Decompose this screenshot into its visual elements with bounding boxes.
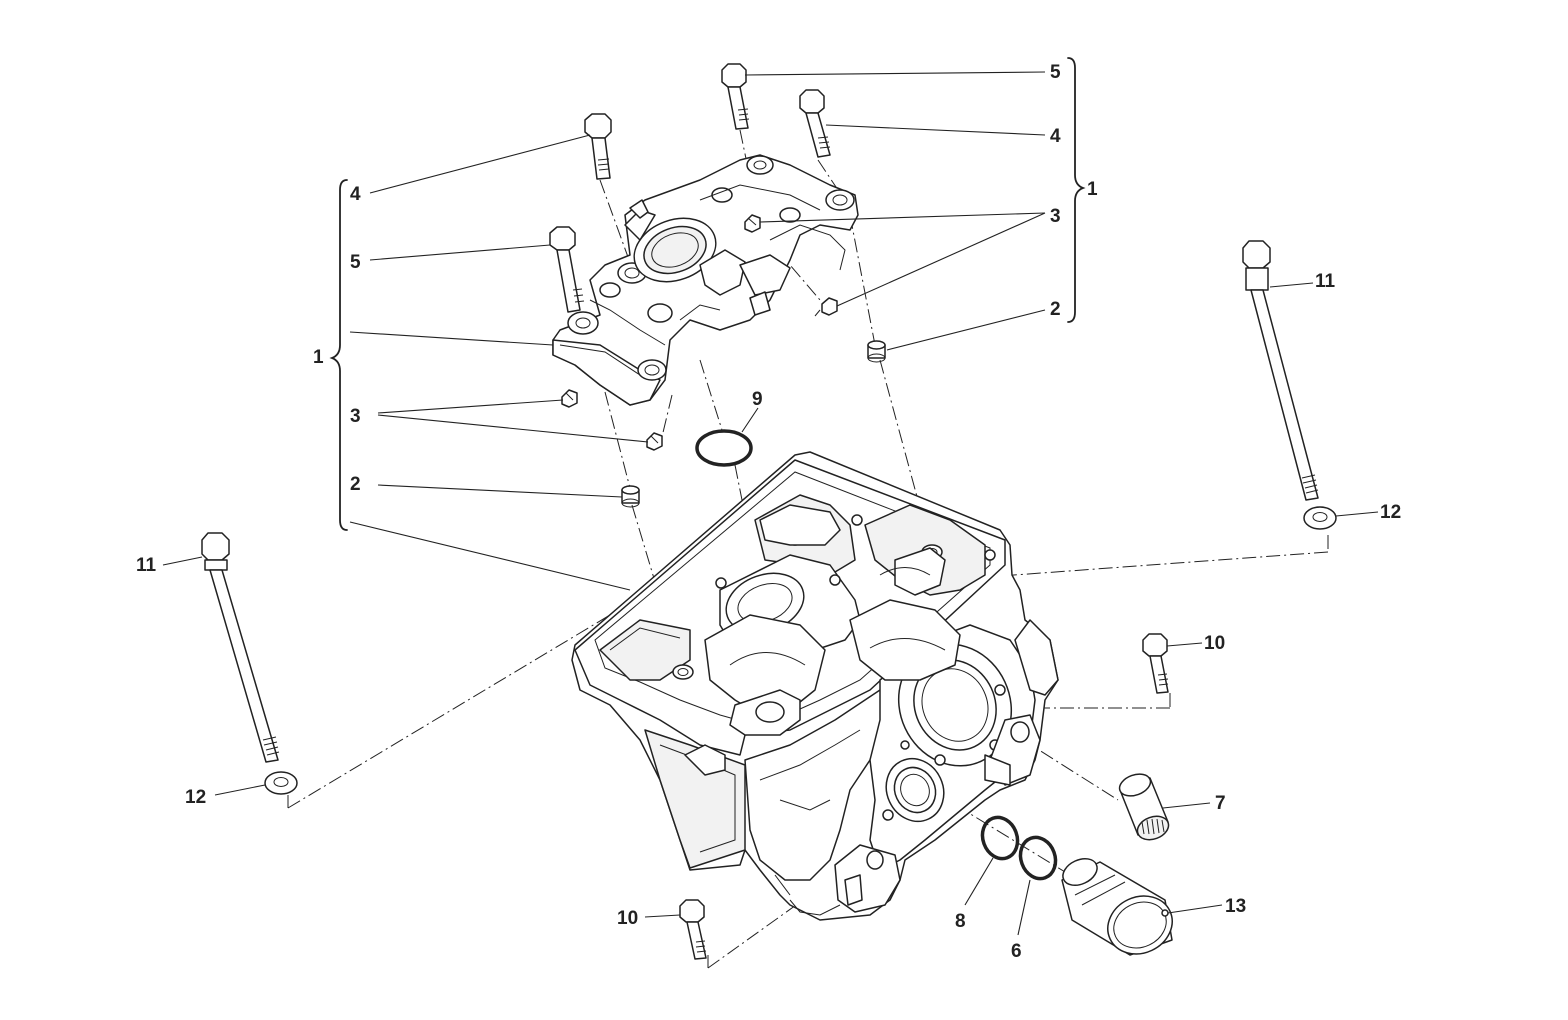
callout-10-left: 10 xyxy=(617,908,638,929)
callout-3-left: 3 xyxy=(350,406,361,427)
callout-1-right: 1 xyxy=(1087,179,1098,200)
callout-2-left: 2 xyxy=(350,474,361,495)
callout-5-left: 5 xyxy=(350,252,361,273)
bolt-10-right xyxy=(1142,633,1169,694)
fitting-3-c xyxy=(561,389,578,408)
bolt-4-right xyxy=(799,89,831,158)
dowel-2-right xyxy=(867,340,886,363)
bolt-5-left xyxy=(549,226,585,313)
callout-4-right: 4 xyxy=(1050,126,1061,147)
washer-12-right xyxy=(1303,506,1337,530)
callout-10-right: 10 xyxy=(1204,633,1225,654)
cam-carrier xyxy=(552,154,859,406)
callout-6: 6 xyxy=(1011,941,1022,962)
long-bolt-11-right xyxy=(1242,240,1319,501)
bolt-10-left xyxy=(679,899,707,960)
o-ring-6 xyxy=(1018,835,1058,881)
fitting-3-d xyxy=(646,432,663,451)
cylinder-head-body xyxy=(571,451,1059,921)
callout-7: 7 xyxy=(1215,793,1226,814)
callout-11-right: 11 xyxy=(1315,271,1336,292)
callout-12-left: 12 xyxy=(185,787,206,808)
callout-9: 9 xyxy=(752,389,763,410)
callout-2-right: 2 xyxy=(1050,299,1061,320)
sleeve-13 xyxy=(1061,857,1173,956)
long-bolt-11-left xyxy=(201,532,280,763)
brace-right xyxy=(1067,57,1086,323)
leader-lines xyxy=(162,71,1379,936)
callout-3-right: 3 xyxy=(1050,206,1061,227)
callout-13: 13 xyxy=(1225,896,1246,917)
washer-12-left xyxy=(264,771,298,795)
dowel-2-left xyxy=(621,485,640,508)
fitting-3-a xyxy=(744,214,761,233)
callout-8: 8 xyxy=(955,911,966,932)
callout-12-right: 12 xyxy=(1380,502,1401,523)
o-ring-8 xyxy=(980,815,1020,861)
callout-5-right: 5 xyxy=(1050,62,1061,83)
o-ring-9 xyxy=(695,429,753,467)
callout-1-left: 1 xyxy=(313,347,324,368)
bolt-5-right xyxy=(721,63,750,130)
bolt-4-left xyxy=(584,113,612,180)
callout-4-left: 4 xyxy=(350,184,361,205)
fitting-3-b xyxy=(814,297,838,317)
bearing-7 xyxy=(1118,773,1170,841)
brace-left xyxy=(329,179,348,531)
callout-11-left: 11 xyxy=(136,555,157,576)
